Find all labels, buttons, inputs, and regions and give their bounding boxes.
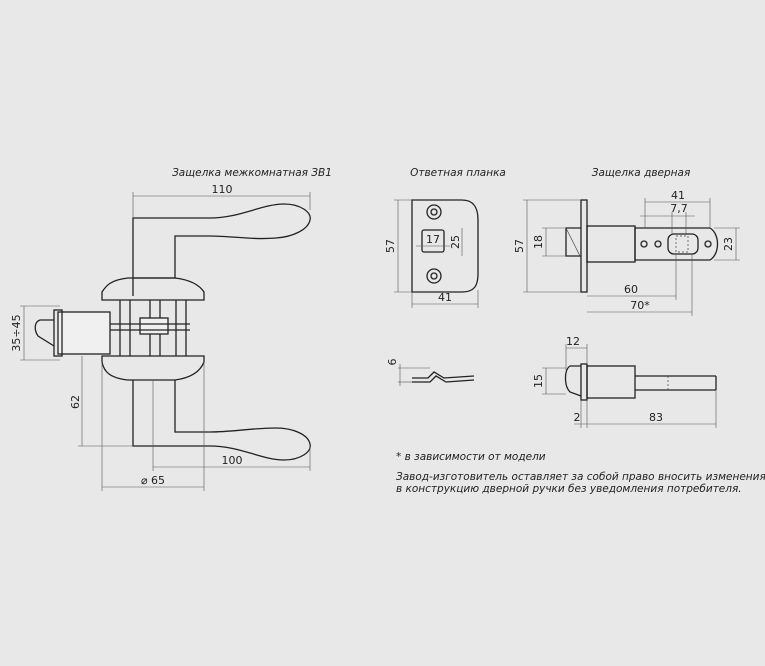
dim-65: ⌀ 65 (141, 474, 165, 487)
dim-100: 100 (222, 454, 243, 467)
dim-23: 23 (722, 237, 735, 251)
door-latch-side: 12 15 2 83 (532, 335, 717, 428)
dim-15: 15 (532, 374, 545, 388)
title-door-latch: Защелка дверная (592, 167, 691, 179)
footnote: * в зависимости от модели (396, 451, 546, 463)
dim-12: 12 (566, 335, 580, 348)
dim-18: 18 (532, 235, 545, 249)
title-strike-plate: Ответная планка (410, 167, 506, 179)
lower-rosette (101, 355, 205, 381)
dim-62: 62 (69, 395, 82, 409)
dim-7-7: 7,7 (670, 202, 688, 215)
dim-110: 110 (212, 183, 233, 196)
door-latch-top: 57 18 41 7,7 23 60 70* (513, 189, 740, 316)
handle-dimensions: 110 35÷45 62 100 ⌀ 65 (10, 183, 311, 491)
dim-2: 2 (574, 411, 581, 424)
strike-side-view: 6 (386, 359, 475, 386)
upper-lever (132, 203, 311, 296)
upper-rosette (101, 277, 205, 301)
dim-60: 60 (624, 283, 638, 296)
dim-70: 70* (630, 299, 650, 312)
handle-assembly (34, 203, 311, 461)
dim-57a: 57 (384, 239, 397, 253)
dim-57b: 57 (513, 239, 526, 253)
dim-83: 83 (649, 411, 663, 424)
dim-41b: 41 (671, 189, 685, 202)
disclaimer-line2: в конструкцию дверной ручки без уведомле… (396, 483, 742, 495)
lower-lever (132, 380, 311, 461)
title-latch-interior: Защелка межкомнатная ЗВ1 (172, 167, 332, 179)
latch-case (57, 311, 111, 355)
dim-35-45: 35÷45 (10, 314, 23, 351)
dim-6: 6 (386, 359, 399, 366)
strike-plate: 57 17 25 41 (384, 199, 479, 308)
dim-25: 25 (449, 235, 462, 249)
latch-bolt (34, 319, 55, 347)
disclaimer-line1: Завод-изготовитель оставляет за собой пр… (396, 471, 765, 483)
dim-41a: 41 (438, 291, 452, 304)
dim-17: 17 (426, 233, 440, 246)
